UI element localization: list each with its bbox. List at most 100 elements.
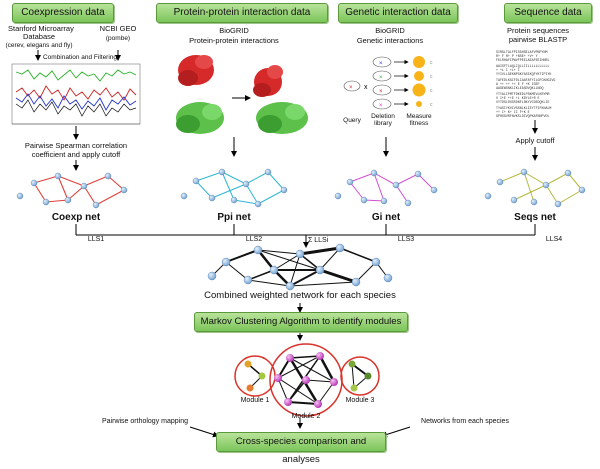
combined-node xyxy=(285,281,295,291)
ppi-node xyxy=(254,200,262,208)
svg-text:FELRHAFIPWVFPEELAEAFEEIHNRL: FELRHAFIPWVFPEELAEAFEEIHNRL xyxy=(496,58,549,62)
coexp-node xyxy=(80,182,88,190)
combined-node xyxy=(383,273,393,283)
genetic-interaction-schematic: × x × × × × c c c c xyxy=(343,56,433,110)
svg-text:×: × xyxy=(379,89,383,95)
gi-node xyxy=(360,196,368,204)
svg-text:×: × xyxy=(379,103,383,109)
module-1-label: Module 1 xyxy=(240,397,270,404)
header-coexpression: Coexpression data xyxy=(12,3,114,23)
lls2-label: LLS2 xyxy=(245,236,263,243)
svg-text:c: c xyxy=(430,88,433,94)
combined-network xyxy=(211,246,389,288)
combined-node xyxy=(351,277,361,287)
query-label: Query xyxy=(343,117,361,124)
svg-text:++ I+ K+ II F+K E: ++ I+ K+ II F+K E xyxy=(496,110,530,114)
sum-lls-label: Σ LLSi xyxy=(308,237,329,244)
smd-label-2: Database xyxy=(22,32,56,41)
seq-node xyxy=(542,181,550,189)
module-2-cluster xyxy=(269,343,343,417)
header-ppi: Protein-protein interaction data xyxy=(156,3,328,23)
module-1-cluster xyxy=(234,355,276,397)
gi-node xyxy=(430,186,438,194)
seq-node xyxy=(564,169,572,177)
combined-node xyxy=(207,271,217,281)
coexp-node xyxy=(30,179,38,187)
svg-text:AAGEWSNKLIKLEASDVQKLLNDQ: AAGEWSNKLIKLEASDVQKLLNDQ xyxy=(496,86,544,90)
svg-text:x: x xyxy=(364,84,368,91)
seq-node xyxy=(530,198,538,206)
svg-text:TYASIYKVIVSSNLKLIEYTFIFKNALM: TYASIYKVIVSSNLKLIEYTFIFKNALM xyxy=(496,106,551,110)
coexp-node xyxy=(104,172,112,180)
pipeline-diagram: × x × × × × c c c c xyxy=(11,50,586,438)
ppi-source: BioGRID xyxy=(219,26,249,35)
coexp-node xyxy=(64,196,72,204)
header-genetic: Genetic interaction data xyxy=(338,3,458,23)
gi-node xyxy=(334,192,342,200)
gi-node xyxy=(380,197,388,205)
ppi-node xyxy=(208,194,216,202)
ppi-node xyxy=(218,168,226,176)
svg-text:×: × xyxy=(379,75,383,81)
protein-structure-left xyxy=(176,55,224,134)
ppi-node xyxy=(192,177,200,185)
svg-text:AAISFTLAQLIQLLIILLLLLLLLLLL: AAISFTLAQLIQLLIILLLLLLLLLLL xyxy=(496,64,549,68)
gi-node xyxy=(392,181,400,189)
cross-species-step: Cross-species comparison and analyses xyxy=(216,432,386,465)
svg-text:+ +L I +L+ I: + +L I +L+ I xyxy=(496,68,520,72)
gi-desc: Genetic interactions xyxy=(356,36,424,45)
expression-line-plot xyxy=(11,63,141,125)
header-sequence: Sequence data xyxy=(504,3,592,23)
coexp-network xyxy=(33,175,125,206)
coexp-node xyxy=(42,198,50,206)
spearman-label: Pairwise Spearman correlation xyxy=(24,141,128,150)
coexp-node xyxy=(54,172,62,180)
lls3-label: LLS3 xyxy=(397,236,415,243)
mcl-step: Markov Clustering Algorithm to identify … xyxy=(194,312,408,332)
module-2-label: Module 2 xyxy=(291,413,321,420)
coexp-node xyxy=(120,186,128,194)
networks-arrow xyxy=(381,426,411,438)
coexp-node xyxy=(16,192,24,200)
combined-node xyxy=(269,265,279,275)
svg-text:V I+E ++E +L KDYLE+R E: V I+E ++E +L KDYLE+R E xyxy=(496,96,540,100)
module-3-label: Module 3 xyxy=(345,397,375,404)
fitness-label: Measure xyxy=(406,113,432,120)
seq-label-2: pairwise BLASTP xyxy=(508,35,568,44)
gi-network xyxy=(349,172,435,204)
svg-text:YYIVLLGEKNPGKYASIKQFYKTIPIYK: YYIVLLGEKNPGKYASIKQFYKTIPIYK xyxy=(496,72,551,76)
gi-source: BioGRID xyxy=(375,26,405,35)
svg-text:c: c xyxy=(430,102,433,108)
svg-text:×: × xyxy=(349,85,353,91)
gi-node xyxy=(370,169,378,177)
networks-label: Networks from each species xyxy=(421,418,509,425)
seq-label: Protein sequences xyxy=(506,26,570,35)
combined-node xyxy=(335,243,345,253)
gi-node xyxy=(346,178,354,186)
deletion-label: Deletion xyxy=(371,113,395,120)
svg-text:YTYALIPMTFDKEDLPSKMEVLKRYMR: YTYALIPMTFDKEDLPSKMEVLKRYMR xyxy=(496,92,549,96)
seq-net-label: Seqs net xyxy=(514,212,556,223)
coexp-net-label: Coexp net xyxy=(51,212,101,223)
combine-label: Combination and Filtering xyxy=(42,54,118,61)
svg-text:R+ F R+ P +NSE+ +V+ Y: R+ F R+ P +NSE+ +V+ Y xyxy=(496,54,538,58)
seq-node xyxy=(496,178,504,186)
seq-network xyxy=(499,171,583,205)
cutoff-label: Apply cutoff xyxy=(515,136,555,145)
gi-node xyxy=(414,170,422,178)
lls-integration-bracket xyxy=(75,224,536,236)
svg-text:TAFEDLKGIFDLIAAFAFYILGFCKNGIVG: TAFEDLKGIFDLIAAFAFYILGFCKNGIVG xyxy=(496,78,555,82)
smd-species: (cerev, elegans and fly) xyxy=(5,42,73,49)
combined-node xyxy=(295,249,305,259)
gi-net-label: Gi net xyxy=(371,212,401,223)
gi-node xyxy=(404,199,412,207)
svg-text:×: × xyxy=(379,61,383,67)
geo-label: NCBI GEO xyxy=(99,24,137,33)
svg-text:c: c xyxy=(430,74,433,80)
combined-node xyxy=(253,245,263,255)
protein-structure-complex xyxy=(253,65,308,134)
spearman-label-2: coefficient and apply cutoff xyxy=(31,150,121,159)
ppi-node xyxy=(280,186,288,194)
seq-node xyxy=(484,192,492,200)
combined-node xyxy=(315,265,325,275)
